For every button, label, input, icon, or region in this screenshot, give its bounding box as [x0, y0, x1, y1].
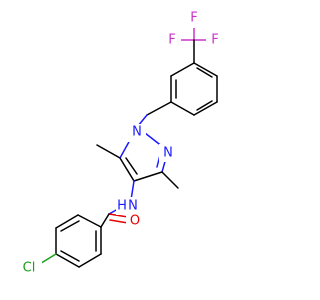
bond-ring1-a — [170, 62, 195, 77]
atom-cl: Cl — [23, 261, 36, 276]
bond-carbonyl-o-double — [109, 219, 129, 224]
atom-o: O — [130, 214, 140, 229]
bond-ring1-ch2 — [146, 101, 172, 116]
bond-c3-methyl — [161, 171, 179, 189]
atom-f1: F — [190, 11, 197, 26]
bond-ring2-d — [55, 253, 80, 268]
atom-f2: F — [168, 33, 175, 48]
bond-c4-c5-double — [125, 157, 138, 175]
atom-bg-n1 — [128, 124, 146, 142]
bonds — [37, 21, 218, 268]
bond-carbonyl-o — [108, 213, 129, 218]
atom-bg-n2 — [159, 144, 177, 162]
bond-ring1-double-c — [196, 67, 213, 78]
atom-bg-cl — [16, 259, 42, 277]
bond-ring1-c — [170, 101, 195, 116]
atom-nh: N — [128, 199, 138, 214]
atom-bg-nh — [116, 197, 142, 215]
bond-ring1-f — [193, 62, 218, 77]
bond-ring2-e — [78, 253, 102, 268]
bond-carbonyl-ring — [100, 213, 110, 228]
atom-h: H — [117, 199, 127, 214]
atom-bg-f3 — [206, 31, 224, 49]
molecule-structure: F F F N N H N O Cl — [16, 10, 224, 277]
bond-c5-methyl — [96, 144, 121, 159]
atom-f3: F — [211, 33, 218, 48]
atom-bg-o — [126, 212, 144, 230]
atom-n2: N — [163, 146, 173, 161]
bond-ring2-b — [55, 214, 79, 229]
atom-labels: F F F N N H N O Cl — [16, 10, 224, 277]
bond-c5-n1 — [119, 139, 131, 159]
bond-ring1-d — [193, 101, 218, 116]
atom-bg-f1 — [185, 10, 203, 28]
atom-bg-f2 — [163, 31, 181, 49]
bond-ring2-double-a — [60, 220, 80, 232]
bond-c3-c4 — [133, 171, 163, 182]
bond-c4-nh — [130, 180, 135, 201]
bond-ring2-double-b — [60, 250, 80, 262]
bond-c4-c5 — [119, 157, 135, 182]
bond-ring1-double-b — [196, 100, 213, 111]
bond-ring2-a — [77, 214, 102, 228]
atom-n1: N — [132, 125, 142, 140]
